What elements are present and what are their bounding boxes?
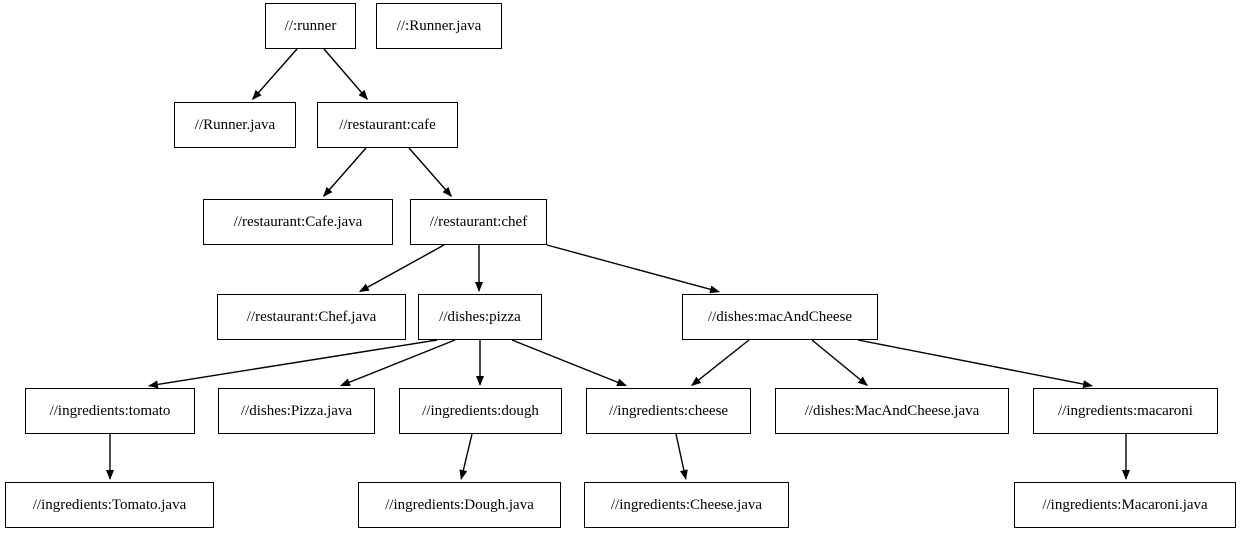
graph-node-label: //dishes:MacAndCheese.java bbox=[804, 402, 980, 419]
graph-node-label: //restaurant:chef bbox=[429, 213, 528, 230]
graph-node-label: //:Runner.java bbox=[396, 17, 482, 34]
graph-node-label: //dishes:macAndCheese bbox=[707, 308, 853, 325]
graph-node-runner[interactable]: //:runner bbox=[265, 3, 356, 49]
graph-node-ing_tomato[interactable]: //ingredients:tomato bbox=[25, 388, 195, 434]
graph-node-label: //ingredients:tomato bbox=[49, 402, 171, 419]
graph-node-restaurant_cafe_java[interactable]: //restaurant:Cafe.java bbox=[203, 199, 393, 245]
graph-node-runner_java[interactable]: //Runner.java bbox=[174, 102, 296, 148]
graph-node-runner_java_root[interactable]: //:Runner.java bbox=[376, 3, 502, 49]
graph-node-ing_macaroni_java[interactable]: //ingredients:Macaroni.java bbox=[1014, 482, 1236, 528]
graph-node-label: //ingredients:Macaroni.java bbox=[1042, 496, 1208, 513]
graph-node-label: //ingredients:cheese bbox=[608, 402, 729, 419]
graph-node-ing_dough[interactable]: //ingredients:dough bbox=[399, 388, 562, 434]
graph-node-ing_macaroni[interactable]: //ingredients:macaroni bbox=[1033, 388, 1218, 434]
graph-node-label: //restaurant:Cafe.java bbox=[233, 213, 363, 230]
graph-node-label: //restaurant:cafe bbox=[339, 116, 436, 133]
graph-node-label: //ingredients:dough bbox=[422, 402, 539, 419]
graph-node-dishes_pizza[interactable]: //dishes:pizza bbox=[418, 294, 542, 340]
graph-node-restaurant_cafe[interactable]: //restaurant:cafe bbox=[317, 102, 458, 148]
graph-node-ing_dough_java[interactable]: //ingredients:Dough.java bbox=[358, 482, 561, 528]
graph-node-dishes_mac_java[interactable]: //dishes:MacAndCheese.java bbox=[775, 388, 1009, 434]
graph-node-label: //ingredients:macaroni bbox=[1058, 402, 1193, 419]
graph-node-label: //dishes:pizza bbox=[439, 308, 521, 325]
graph-node-ing_cheese[interactable]: //ingredients:cheese bbox=[586, 388, 751, 434]
graph-node-dishes_pizza_java[interactable]: //dishes:Pizza.java bbox=[218, 388, 375, 434]
graph-node-label: //dishes:Pizza.java bbox=[240, 402, 353, 419]
graph-node-label: //restaurant:Chef.java bbox=[246, 308, 377, 325]
graph-node-label: //Runner.java bbox=[194, 116, 276, 133]
graph-node-ing_cheese_java[interactable]: //ingredients:Cheese.java bbox=[584, 482, 789, 528]
graph-node-label: //ingredients:Tomato.java bbox=[32, 496, 187, 513]
graph-node-dishes_mac[interactable]: //dishes:macAndCheese bbox=[682, 294, 878, 340]
graph-node-label: //:runner bbox=[284, 17, 337, 34]
graph-node-label: //ingredients:Cheese.java bbox=[610, 496, 763, 513]
graph-node-restaurant_chef[interactable]: //restaurant:chef bbox=[410, 199, 547, 245]
graph-node-ing_tomato_java[interactable]: //ingredients:Tomato.java bbox=[5, 482, 214, 528]
graph-node-label: //ingredients:Dough.java bbox=[385, 496, 534, 513]
graph-node-restaurant_chef_java[interactable]: //restaurant:Chef.java bbox=[217, 294, 406, 340]
